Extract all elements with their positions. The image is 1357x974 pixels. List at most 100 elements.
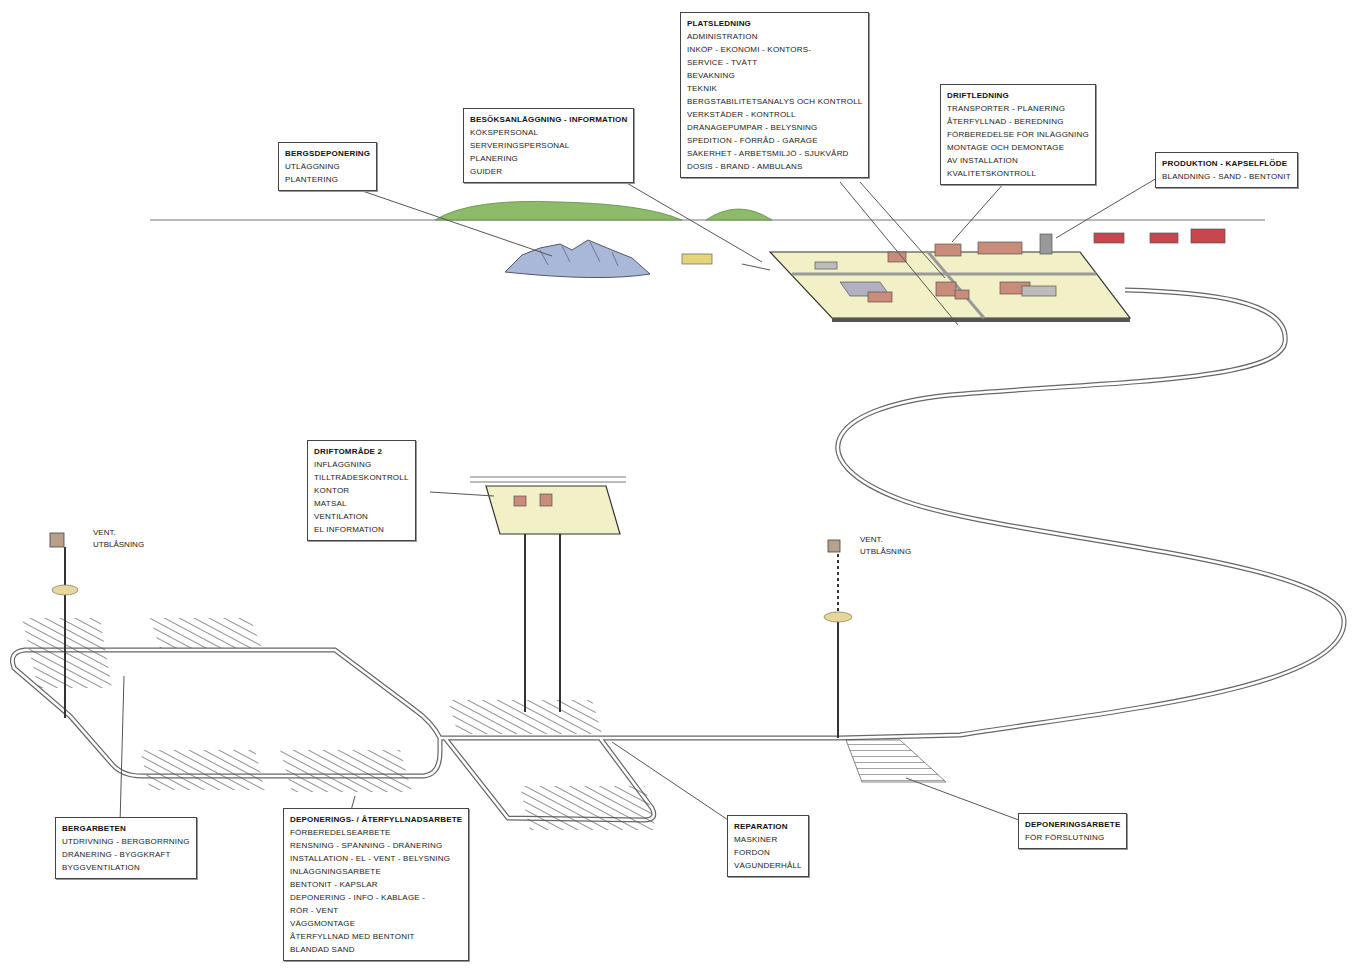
box-item: BYGGVENTILATION (62, 861, 190, 874)
box-item: UTDRIVNING - BERGBORRNING (62, 835, 190, 848)
vent-shaft (64, 547, 66, 718)
ground-line (470, 482, 626, 483)
box-heading: DRIFTOMRÅDE 2 (314, 445, 409, 458)
truck (1150, 233, 1178, 243)
box-item: SERVICE - TVÄTT (687, 56, 862, 69)
building (514, 496, 526, 506)
box-item: VÄGUNDERHÅLL (734, 859, 802, 872)
leader-line (612, 742, 734, 824)
tunnel (12, 650, 840, 820)
surface-site-edge (832, 318, 1130, 322)
truck (1094, 233, 1124, 243)
leader-line (345, 185, 552, 256)
box-item: AV INSTALLATION (947, 154, 1089, 167)
hill (435, 201, 682, 220)
box-item: VÄGGMONTAGE (290, 917, 462, 930)
box-item: VENTILATION (314, 510, 409, 523)
vent-fan (824, 612, 852, 622)
box-item: BLANDNING - SAND - BENTONIT (1162, 170, 1291, 183)
box-item: FORDON (734, 846, 802, 859)
leader-line (952, 182, 1005, 242)
box-item: INKÖP - EKONOMI - KONTORS- (687, 43, 862, 56)
deposition-tunnels (280, 750, 412, 792)
building (936, 282, 956, 296)
box-item: PLANERING (470, 152, 627, 165)
building (1040, 234, 1052, 254)
deposition-tunnels (150, 618, 262, 648)
text-box: REPARATIONMASKINERFORDONVÄGUNDERHÅLL (727, 815, 809, 877)
shaft (524, 534, 526, 712)
box-item: BENTONIT - KAPSLAR (290, 878, 462, 891)
text-box: DRIFTLEDNINGTRANSPORTER - PLANERINGÅTERF… (940, 84, 1096, 185)
vent-house (828, 540, 840, 552)
surface-site (770, 252, 1130, 318)
deposition-tunnels (22, 618, 946, 830)
box-item: DEPONERING - INFO - KABLAGE - (290, 891, 462, 904)
box-item: RÖR - VENT (290, 904, 462, 917)
vent-label: VENT. UTBLÅSNING (860, 534, 918, 558)
text-box: DEPONERINGS- / ÅTERFYLLNADSARBETEFÖRBERE… (283, 808, 469, 961)
box-item: VERKSTÄDER - KONTROLL (687, 108, 862, 121)
box-item: DRÄNAGEPUMPAR - BELYSNING (687, 121, 862, 134)
text-box: DRIFTOMRÅDE 2INFLÄGGNINGTILLTRÄDESKONTRO… (307, 440, 416, 541)
building (888, 252, 906, 262)
rock-heap-shading (540, 242, 618, 266)
box-item: EL INFORMATION (314, 523, 409, 536)
leader-line (625, 182, 762, 262)
shaft (559, 534, 561, 712)
building (935, 244, 961, 256)
truck (682, 254, 712, 264)
box-item: SPEDITION - FÖRRÅD - GARAGE (687, 134, 862, 147)
text-box: BERGARBETENUTDRIVNING - BERGBORRNINGDRÄN… (55, 817, 197, 879)
leader-line (906, 778, 1024, 822)
box-item: TILLTRÄDESKONTROLL (314, 471, 409, 484)
text-box: PLATSLEDNINGADMINISTRATIONINKÖP - EKONOM… (680, 12, 869, 178)
box-heading: BESÖKSANLÄGGNING - INFORMATION (470, 113, 627, 126)
box-item: INSTALLATION - EL - VENT - BELYSNING (290, 852, 462, 865)
building (955, 290, 969, 299)
box-heading: DRIFTLEDNING (947, 89, 1089, 102)
box-item: MATSAL (314, 497, 409, 510)
box-item: BERGSTABILITETSANALYS OCH KONTROLL (687, 95, 862, 108)
box-item: FÖRBEREDELSEARBETE (290, 826, 462, 839)
tunnel-system (12, 650, 840, 820)
box-item: ADMINISTRATION (687, 30, 862, 43)
vent-house (50, 533, 64, 547)
box-heading: BERGSDEPONERING (285, 147, 370, 160)
building (978, 242, 1022, 254)
road (742, 264, 770, 270)
box-item: MASKINER (734, 833, 802, 846)
box-heading: PRODUKTION - KAPSELFLÖDE (1162, 157, 1291, 170)
box-item: RENSNING - SPÄNNING - DRÄNERING (290, 839, 462, 852)
vent-fan (52, 585, 78, 595)
box-item: FÖR FÖRSLUTNING (1025, 831, 1120, 844)
vent-shaft (837, 554, 839, 612)
box-item: ÅTERFYLLNAD - BEREDNING (947, 115, 1089, 128)
site-road (928, 252, 984, 318)
box-item: INLÄGGNINGSARBETE (290, 865, 462, 878)
leader-lines (120, 175, 1162, 824)
text-box: BERGSDEPONERINGUTLÄGGNINGPLANTERING (278, 142, 377, 191)
box-item: DOSIS - BRAND - AMBULANS (687, 160, 862, 173)
building (815, 262, 837, 269)
box-item: KÖKSPERSONAL (470, 126, 627, 139)
vent-shaft (837, 622, 839, 738)
box-item: TEKNIK (687, 82, 862, 95)
deposition-tunnels (520, 786, 656, 830)
rock-heap (505, 240, 650, 278)
box-item: INFLÄGGNING (314, 458, 409, 471)
box-item: BEVAKNING (687, 69, 862, 82)
deposition-tunnels (22, 618, 112, 688)
surface-site (486, 486, 620, 534)
box-item: BLANDAD SAND (290, 943, 462, 956)
box-item: UTLÄGGNING (285, 160, 370, 173)
box-item: GUIDER (470, 165, 627, 178)
box-heading: PLATSLEDNING (687, 17, 862, 30)
building (868, 292, 892, 302)
truck (1191, 229, 1225, 243)
text-box: BESÖKSANLÄGGNING - INFORMATIONKÖKSPERSON… (463, 108, 634, 183)
box-item: DRÄNERING - BYGGKRAFT (62, 848, 190, 861)
box-item: ÅTERFYLLNAD MED BENTONIT (290, 930, 462, 943)
box-item: MONTAGE OCH DEMONTAGE (947, 141, 1089, 154)
